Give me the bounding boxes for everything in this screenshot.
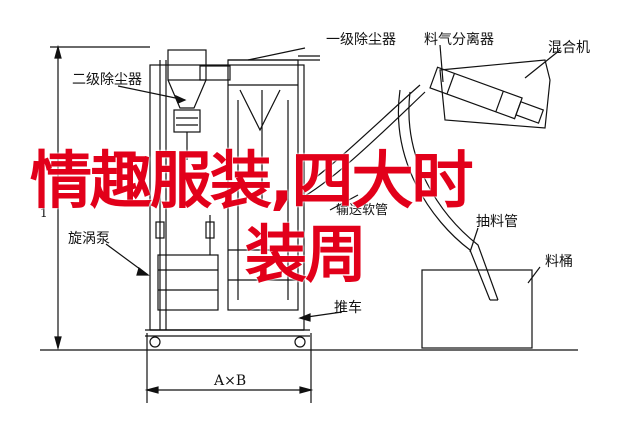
label-suction-tube: 抽料管	[476, 214, 518, 230]
suction-tube	[398, 89, 491, 301]
conveying-hose	[297, 84, 421, 191]
label-height-mark: 1	[40, 206, 48, 220]
secondary-cyclone	[167, 79, 207, 109]
overlay-title-line1: 情趣服装,四大时	[30, 144, 474, 217]
overlay-title-line2: 装周	[245, 218, 367, 291]
label-primary-dust-collector: 一级除尘器	[326, 32, 396, 48]
label-dimension: A×B	[213, 373, 246, 389]
cart-wheel-right	[294, 336, 306, 348]
material-separator	[429, 66, 545, 124]
label-material-bucket: 料桶	[545, 254, 573, 270]
label-secondary-dust-collector: 二级除尘器	[72, 72, 142, 88]
cart-wheel-left	[149, 336, 161, 348]
material-bucket	[421, 269, 533, 349]
label-vortex-pump: 旋涡泵	[68, 231, 110, 247]
label-cart: 推车	[334, 299, 362, 316]
mixer-outline	[439, 59, 551, 129]
label-mixer: 混合机	[548, 40, 590, 56]
label-conveying-hose: 输送软管	[336, 202, 388, 218]
vortex-pump-box	[157, 254, 219, 311]
label-material-separator: 料气分离器	[424, 31, 494, 48]
